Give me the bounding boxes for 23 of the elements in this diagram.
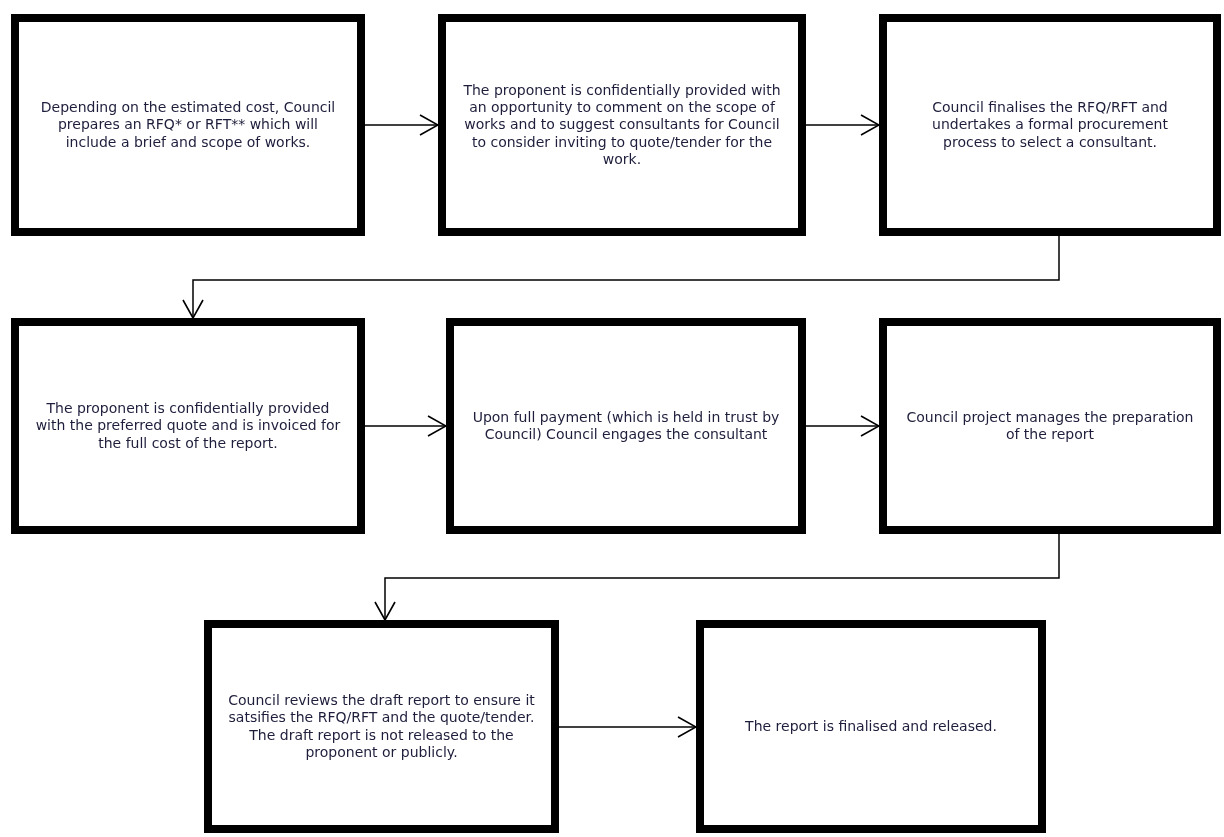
process-box xyxy=(438,14,806,236)
step-text: The proponent is confidentially provided with an opportunity to comment on the scope of works and to suggest consultants for Council to consider inviting to quote/tender for the work. xyxy=(462,82,782,168)
process-box xyxy=(11,318,365,534)
arrow xyxy=(805,114,880,136)
process-box xyxy=(696,620,1046,833)
arrow xyxy=(364,415,447,437)
process-box xyxy=(446,318,806,534)
step-text: The proponent is confidentially provided with the preferred quote and is invoiced for the full cost of the report. xyxy=(35,400,341,452)
step-text: Upon full payment (which is held in trust by Council) Council engages the consultant xyxy=(471,408,781,444)
arrow xyxy=(374,533,1060,621)
step-text: The report is finalised and released. xyxy=(745,717,997,736)
step-text: Council reviews the draft report to ensure it satsifies the RFQ/RFT and the quote/tender. The draft report is not released to the proponent or publicly. xyxy=(228,692,535,761)
arrow xyxy=(558,716,697,738)
step-text: Council project manages the preparation of the report xyxy=(905,408,1195,444)
arrow xyxy=(182,235,1060,319)
arrow xyxy=(805,415,880,437)
process-box xyxy=(11,14,365,236)
process-box xyxy=(879,14,1221,236)
step-text: Council finalises the RFQ/RFT and undertakes a formal procurement process to select a consultant. xyxy=(931,99,1169,151)
process-box xyxy=(204,620,559,833)
arrow xyxy=(364,114,439,136)
step-text: Depending on the estimated cost, Council prepares an RFQ* or RFT** which will include a brief and scope of works. xyxy=(39,99,337,151)
process-box xyxy=(879,318,1221,534)
